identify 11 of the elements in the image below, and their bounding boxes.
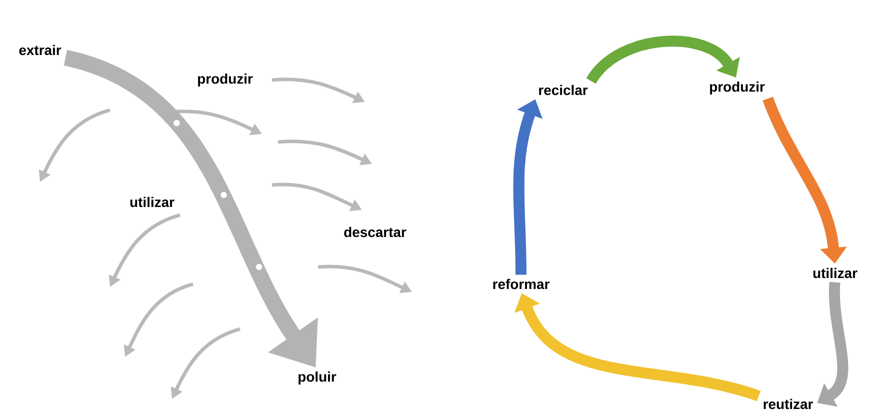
step-label: reformar [493,278,550,290]
step-label: poluir [298,372,336,384]
step-label: extrair [19,44,62,56]
step-label: produzir [710,82,765,94]
step-label: utilizar [813,268,858,278]
arrow [586,36,740,84]
step-label: utilizar [130,196,174,208]
step-label: descartar [344,226,406,238]
step-label: produzir [198,74,253,86]
step-label: reciclar [539,84,588,96]
step-label: reutizar [764,398,813,410]
